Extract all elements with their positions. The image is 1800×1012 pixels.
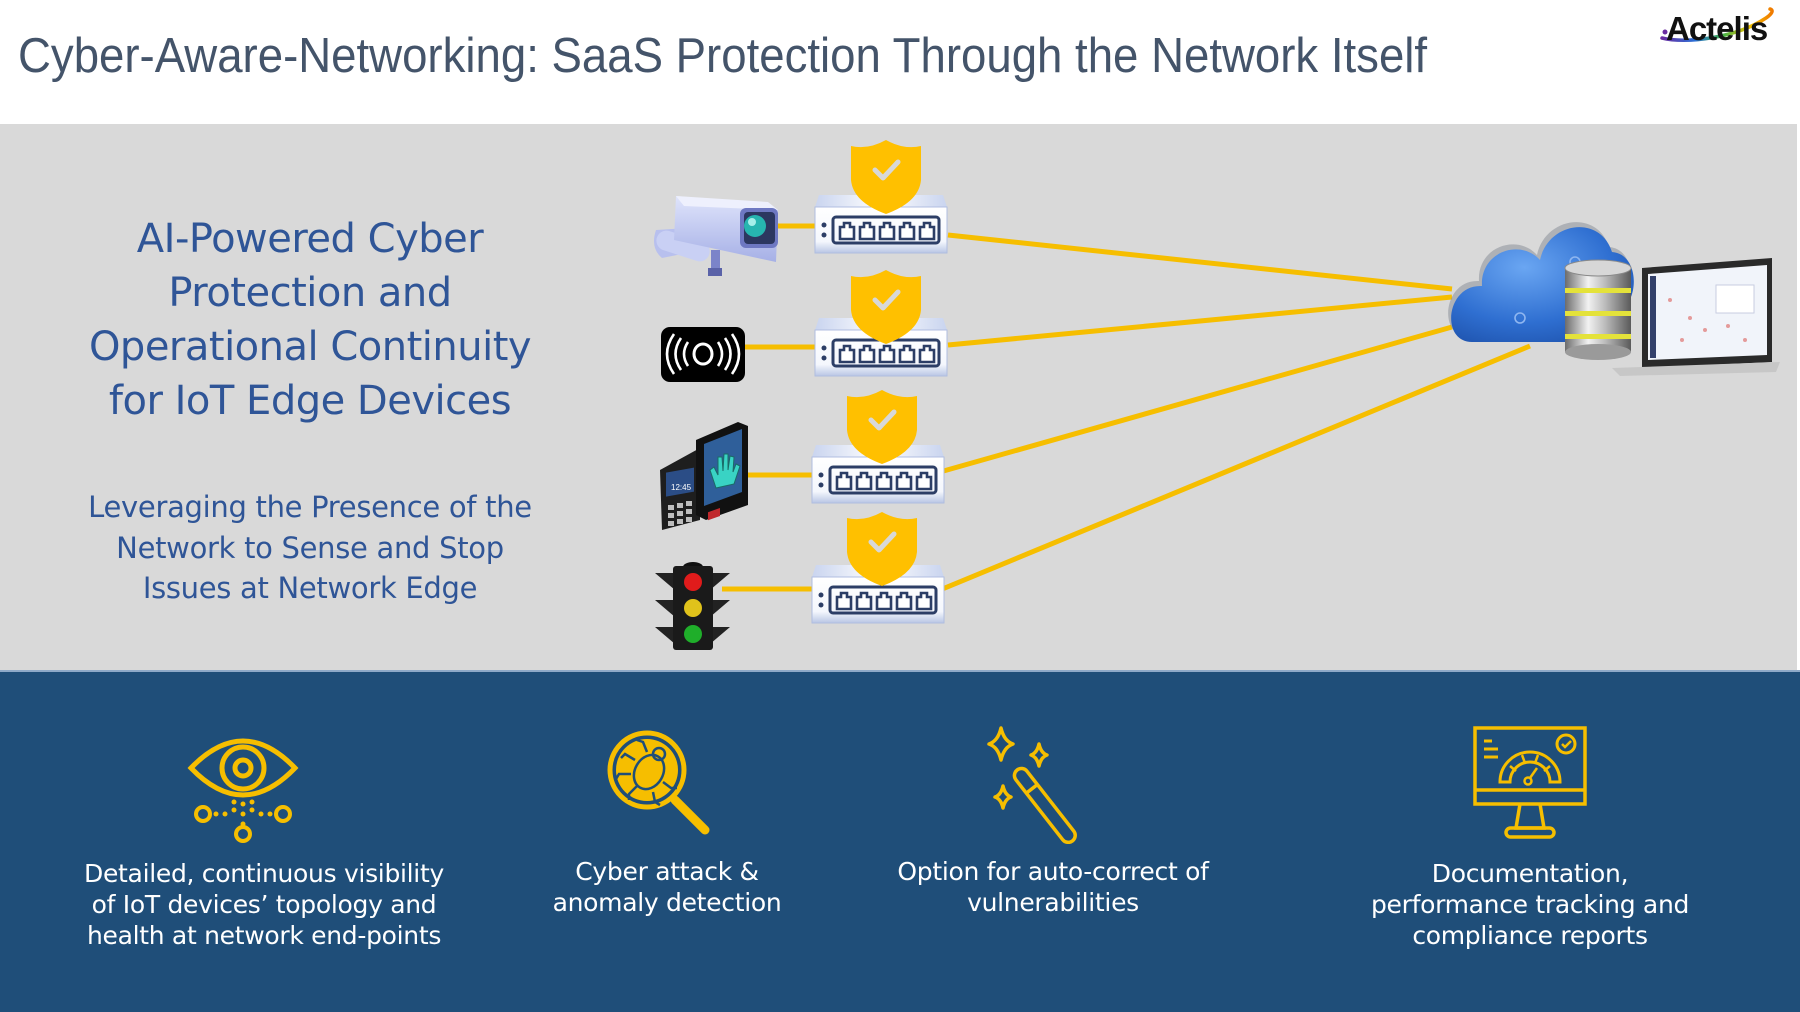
- network-switch-icon: [811, 445, 945, 504]
- laptop-dashboard-icon: [1612, 258, 1780, 376]
- feature-detection-text: Cyber attack & anomaly detection: [517, 856, 817, 918]
- switch-port: [878, 344, 896, 364]
- switch-port: [878, 221, 896, 241]
- terminal-clock: 12:45: [671, 483, 692, 492]
- feature-line: of IoT devices’ topology and: [91, 890, 437, 919]
- feature-line: health at network end-points: [86, 921, 442, 950]
- headline-line: Protection and: [168, 270, 452, 316]
- switch-port: [895, 471, 913, 491]
- database-icon: [1564, 259, 1632, 360]
- network-switch-icon: [814, 195, 948, 254]
- switch-port: [898, 221, 916, 241]
- uplink-1: [947, 232, 1453, 292]
- switch-group: [811, 140, 948, 624]
- feature-line: vulnerabilities: [967, 888, 1139, 917]
- traffic-light-icon: [655, 562, 730, 650]
- feature-autocorrect-text: Option for auto-correct of vulnerabiliti…: [880, 856, 1226, 918]
- uplink-2: [947, 294, 1453, 348]
- subheadline: Leveraging the Presence of the Network t…: [30, 487, 590, 609]
- feature-reporting: Documentation, performance tracking and …: [1355, 720, 1705, 951]
- biometric-terminal-icon: 12:45: [660, 422, 748, 530]
- subheadline-line: Leveraging the Presence of the: [88, 490, 532, 524]
- headline: AI-Powered Cyber Protection and Operatio…: [30, 212, 590, 428]
- headline-line: AI-Powered Cyber: [136, 216, 484, 262]
- feature-line: Detailed, continuous visibility: [84, 859, 444, 888]
- subheadline-line: Network to Sense and Stop: [116, 530, 504, 565]
- page-title: Cyber-Aware-Networking: SaaS Protection …: [18, 29, 1428, 83]
- logo-text: Actelis: [1666, 10, 1768, 47]
- feature-line: anomaly detection: [552, 888, 782, 917]
- feature-autocorrect: Option for auto-correct of vulnerabiliti…: [880, 720, 1226, 918]
- logo-swoosh-icon: [1660, 7, 1774, 42]
- switch-port: [858, 221, 876, 241]
- feature-line: Option for auto-correct of: [897, 857, 1209, 886]
- headline-line: Operational Continuity: [88, 324, 532, 370]
- switch-port: [915, 471, 933, 491]
- magic-wand-icon: [987, 726, 1077, 844]
- switch-port: [858, 344, 876, 364]
- feature-line: Cyber attack &: [575, 857, 759, 886]
- switch-port: [918, 344, 936, 364]
- feature-line: performance tracking and: [1370, 890, 1690, 919]
- switch-port: [895, 591, 913, 611]
- switch-port: [898, 344, 916, 364]
- monitor-gauge-icon: [1473, 726, 1587, 839]
- switch-port: [875, 471, 893, 491]
- security-camera-icon: [654, 196, 778, 276]
- headline-line: for IoT Edge Devices: [108, 378, 512, 424]
- feature-detection: Cyber attack & anomaly detection: [517, 720, 817, 918]
- title-bar: Cyber-Aware-Networking: SaaS Protection …: [0, 0, 1800, 124]
- feature-reporting-text: Documentation, performance tracking and …: [1355, 858, 1705, 951]
- wireless-sensor-icon: [661, 327, 745, 382]
- feature-visibility-text: Detailed, continuous visibility of IoT d…: [64, 858, 464, 951]
- switch-port: [915, 591, 933, 611]
- shield-check-icon: [847, 390, 917, 464]
- feature-line: compliance reports: [1412, 921, 1648, 950]
- uplink-3: [939, 324, 1453, 475]
- shield-check-icon: [847, 512, 917, 586]
- uplinks: [939, 232, 1531, 593]
- switch-port: [838, 221, 856, 241]
- switch-port: [918, 221, 936, 241]
- switch-port: [855, 591, 873, 611]
- switch-port: [838, 344, 856, 364]
- uplink-4: [939, 343, 1531, 593]
- switch-port: [835, 471, 853, 491]
- feature-visibility: Detailed, continuous visibility of IoT d…: [64, 720, 464, 951]
- eye-network-icon: [187, 738, 299, 843]
- shield-check-icon: [851, 270, 921, 344]
- shield-check-icon: [851, 140, 921, 214]
- bug-magnifier-icon: [607, 730, 710, 835]
- network-switch-icon: [811, 565, 945, 624]
- feature-line: Documentation,: [1431, 859, 1629, 888]
- switch-port: [875, 591, 893, 611]
- subheadline-line: Issues at Network Edge: [142, 571, 478, 605]
- switch-port: [835, 591, 853, 611]
- actelis-logo: Actelis: [1656, 4, 1792, 52]
- switch-port: [855, 471, 873, 491]
